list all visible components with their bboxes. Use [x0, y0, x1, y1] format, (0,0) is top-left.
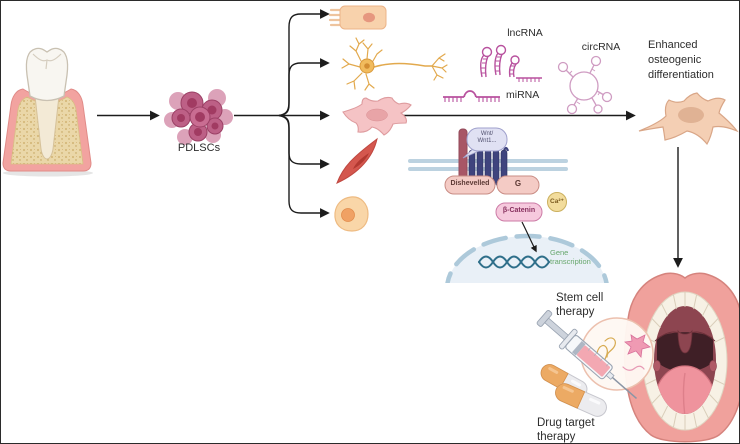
pdlscs-label: PDLSCs [177, 142, 221, 154]
enhanced-osteogenic-label: Enhanced osteogenic differentiation [648, 39, 714, 81]
gpcr-7tm-icon [468, 145, 510, 188]
wnt-ligand-label-line1: Wnt/ [480, 131, 494, 137]
odontoblast-icon [328, 5, 387, 30]
gene-transcription-label: Gene transcription [550, 248, 591, 266]
tooth-in-gum-icon [2, 47, 93, 177]
drug-target-therapy-label: Drug target therapy [537, 417, 595, 443]
beta-catenin-to-dna-arrow [521, 221, 537, 253]
flow-arrows [97, 9, 683, 268]
dishevelled-label: Dishevelled [450, 180, 490, 187]
pdlsc-cluster-icon [164, 89, 233, 145]
beta-catenin-label: β-Catenin [502, 207, 536, 214]
wnt-ligand-label-line2: Wnt1... [477, 138, 497, 144]
wnt-ligand-label: Wnt/ Wnt1... [467, 131, 507, 145]
g-protein-label: G [514, 179, 522, 188]
calcium-label: Ca²⁺ [550, 198, 564, 205]
circrna-label: circRNA [581, 41, 621, 53]
mirna-icon [443, 90, 500, 102]
adipocyte-icon [334, 196, 369, 232]
wnt-ligand-bubble [462, 127, 508, 159]
osteoblast-icon [638, 92, 739, 146]
circrna-icon [557, 55, 613, 115]
mirna-label: miRNA [506, 89, 540, 101]
syringe-icon [536, 310, 638, 400]
stem-cell-therapy-label: Stem cell therapy [556, 292, 604, 318]
fibroblast-icon [342, 96, 412, 136]
open-mouth-icon [623, 272, 739, 443]
lncrna-label: lncRNA [507, 27, 543, 39]
calcium-ion-icon [547, 192, 567, 212]
dna-helix-icon [478, 255, 550, 269]
capsule-pills-icon [540, 364, 607, 417]
dishevelled-pill [444, 175, 496, 195]
g-protein-pill [496, 175, 540, 195]
nucleus-icon [445, 233, 609, 283]
lncrna-icon [479, 44, 542, 82]
neuron-icon [341, 37, 448, 91]
myocyte-icon [336, 137, 378, 184]
beta-catenin-pill [495, 202, 543, 222]
